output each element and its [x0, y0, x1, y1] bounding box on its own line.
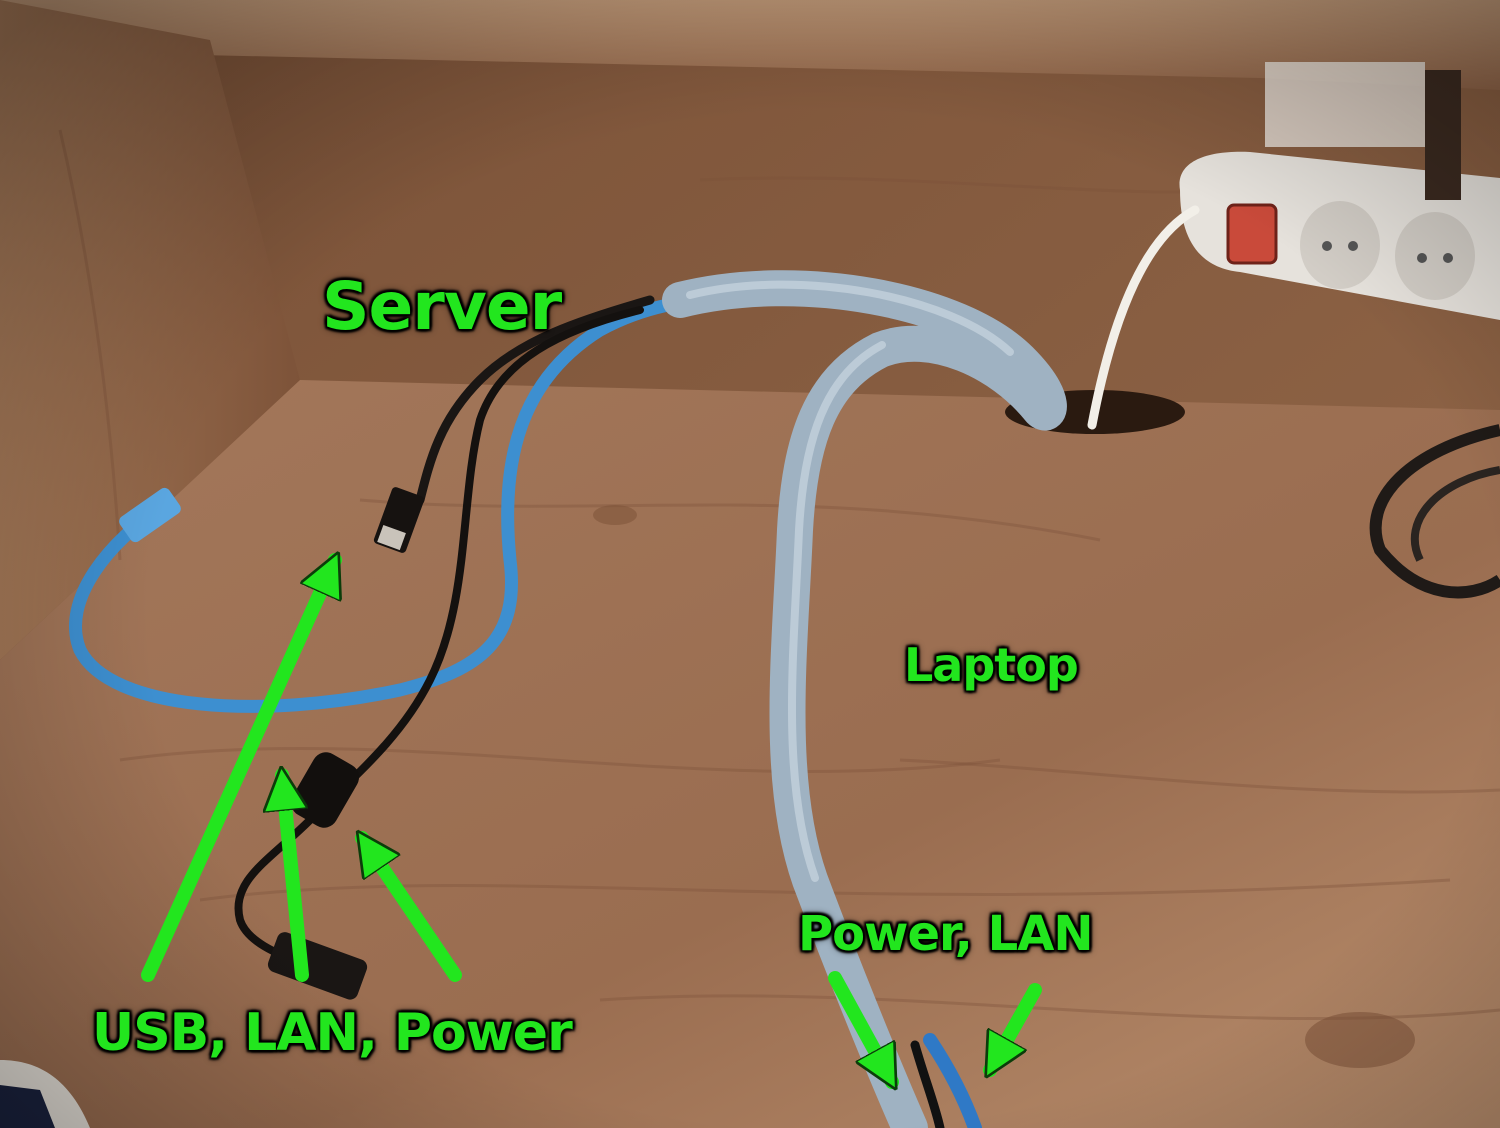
arrow-lan — [282, 775, 309, 982]
server-cables-label: USB, LAN, Power — [92, 1003, 573, 1063]
annotation-arrows — [141, 560, 1042, 1082]
laptop-label: Laptop — [904, 638, 1079, 692]
laptop-cables-label: Power, LAN — [798, 906, 1094, 962]
arrow-laptop-power — [828, 971, 899, 1082]
arrow-power — [355, 838, 462, 982]
arrow-laptop-lan — [983, 983, 1042, 1070]
arrow-usb — [141, 560, 335, 982]
server-label: Server — [322, 268, 562, 345]
